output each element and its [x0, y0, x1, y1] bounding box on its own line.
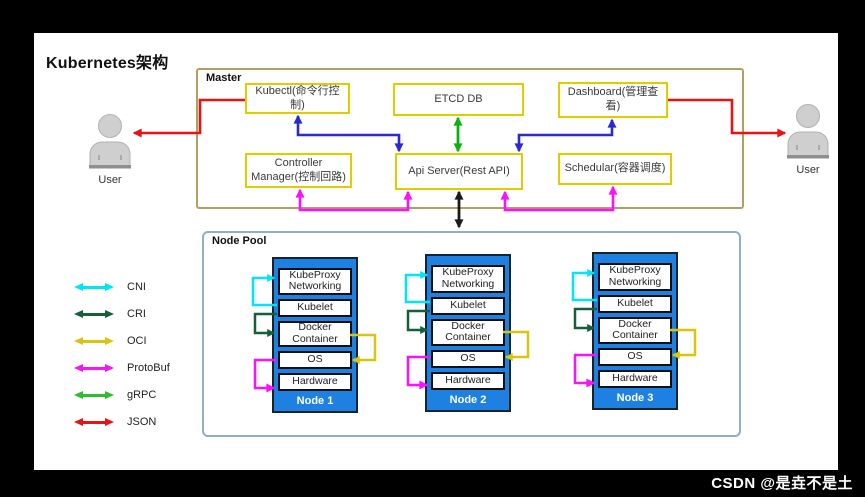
node-2-name: Node 2: [449, 394, 487, 406]
legend-item-json: JSON: [74, 416, 170, 428]
protobuf-arrow-icon: [74, 363, 114, 373]
layer-hardware: Hardware: [598, 370, 672, 388]
node-3: KubeProxy Networking Kubelet Docker Cont…: [592, 252, 678, 410]
layer-os: OS: [431, 350, 505, 368]
layer-kubeproxy-networking: KubeProxy Networking: [278, 268, 352, 295]
node-1-name: Node 1: [296, 395, 334, 407]
node-pool-label: Node Pool: [212, 235, 267, 247]
layer-hardware: Hardware: [431, 372, 505, 390]
box-api-server: Api Server(Rest API): [395, 153, 523, 190]
box-dashboard: Dashboard(管理查看): [558, 82, 668, 118]
legend-item-cri: CRI: [74, 308, 170, 320]
user-icon: [89, 114, 131, 169]
layer-docker-container: Docker Container: [278, 320, 352, 347]
master-group-label: Master: [206, 72, 242, 84]
layer-kubelet: Kubelet: [598, 294, 672, 313]
legend-item-cni: CNI: [74, 281, 170, 293]
layer-kubeproxy-networking: KubeProxy Networking: [598, 263, 672, 291]
node-2: KubeProxy Networking Kubelet Docker Cont…: [425, 254, 511, 412]
diagram-title: Kubernetes架构: [46, 55, 169, 72]
json-arrow-icon: [74, 417, 114, 427]
node-1: KubeProxy Networking Kubelet Docker Cont…: [272, 257, 358, 413]
legend-item-oci: OCI: [74, 335, 170, 347]
user-label: User: [98, 174, 122, 186]
protocol-legend: CNI CRI OCI ProtoBuf gRPC JSON: [74, 281, 170, 428]
box-controller-manager: Controller Manager(控制回路): [245, 153, 352, 188]
node-pool-group: Node Pool: [202, 231, 741, 437]
cri-arrow-icon: [74, 309, 114, 319]
layer-hardware: Hardware: [278, 373, 352, 391]
user-right: User: [778, 103, 838, 176]
layer-kubelet: Kubelet: [431, 296, 505, 315]
layer-os: OS: [598, 348, 672, 366]
cni-arrow-icon: [74, 282, 114, 292]
oci-arrow-icon: [74, 336, 114, 346]
box-etcd-db: ETCD DB: [393, 83, 524, 116]
layer-docker-container: Docker Container: [431, 318, 505, 346]
layer-docker-container: Docker Container: [598, 316, 672, 344]
box-kubectl: Kubectl(命令行控制): [245, 83, 350, 114]
watermark: CSDN @是垚不是土: [711, 475, 853, 492]
layer-kubelet: Kubelet: [278, 298, 352, 317]
master-group: Master: [196, 68, 744, 209]
user-icon: [787, 104, 829, 159]
user-label: User: [796, 164, 820, 176]
legend-item-grpc: gRPC: [74, 389, 170, 401]
layer-os: OS: [278, 351, 352, 369]
grpc-arrow-icon: [74, 390, 114, 400]
node-3-name: Node 3: [616, 392, 654, 404]
user-left: User: [80, 113, 140, 186]
diagram-canvas: Kubernetes架构 Master Kubectl(命令行控制) ETCD …: [34, 33, 838, 470]
legend-item-protobuf: ProtoBuf: [74, 362, 170, 374]
box-scheduler: Schedular(容器调度): [558, 153, 672, 185]
layer-kubeproxy-networking: KubeProxy Networking: [431, 265, 505, 293]
